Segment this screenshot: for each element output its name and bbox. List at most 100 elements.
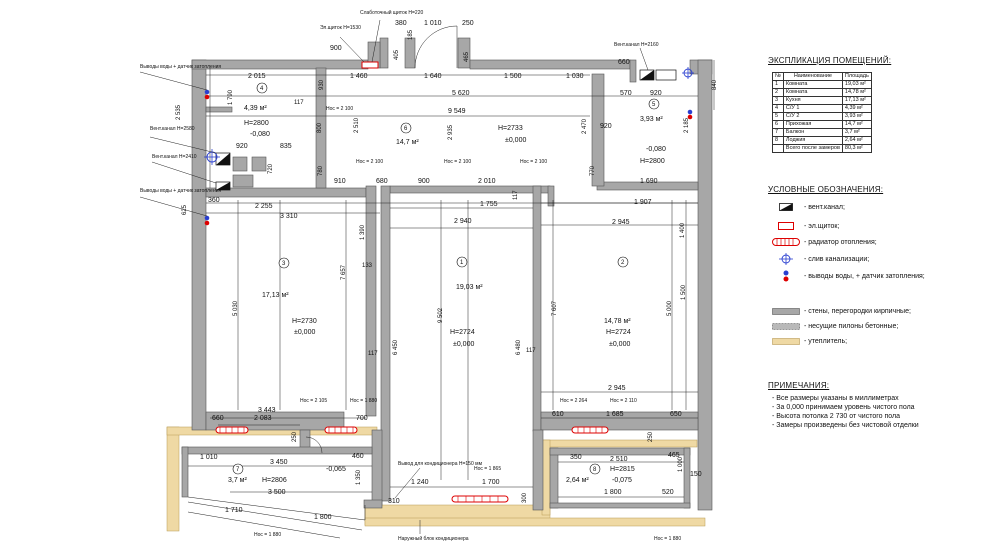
legend-item-drain: - слив канализации; [772, 253, 992, 265]
table-total-row: Всего после замеров 80,3 м² [772, 144, 872, 153]
svg-text:930: 930 [319, 79, 325, 90]
svg-text:117: 117 [368, 351, 378, 357]
svg-text:3,93 м²: 3,93 м² [640, 116, 663, 123]
svg-text:Нос = 1 865: Нос = 1 865 [474, 466, 501, 472]
svg-text:1 800: 1 800 [604, 489, 622, 496]
svg-text:5: 5 [652, 102, 656, 108]
legend-item-concrete: - несущие пилоны бетонные; [772, 321, 992, 331]
svg-text:117: 117 [526, 348, 536, 354]
svg-text:9 502: 9 502 [438, 307, 444, 323]
radiators [215, 426, 609, 503]
svg-text:5 620: 5 620 [452, 90, 470, 97]
table-header-row: № Наименование Площадь [772, 72, 872, 81]
svg-text:465: 465 [668, 452, 680, 459]
label-panel: Слаботочный щиток Н=220 [360, 9, 423, 16]
svg-text:17,13 м²: 17,13 м² [262, 292, 289, 299]
svg-text:Нос = 2 100: Нос = 2 100 [326, 106, 353, 112]
svg-text:910: 910 [334, 178, 346, 185]
balcony-outline [187, 496, 366, 531]
svg-text:8: 8 [593, 467, 597, 473]
svg-text:7 657: 7 657 [341, 264, 347, 280]
svg-text:14,7 м²: 14,7 м² [396, 139, 419, 146]
svg-text:1 685: 1 685 [606, 411, 624, 418]
svg-text:3: 3 [282, 261, 286, 267]
svg-text:920: 920 [600, 123, 612, 130]
svg-text:2 945: 2 945 [612, 219, 630, 226]
svg-text:460: 460 [352, 453, 364, 460]
svg-text:133: 133 [362, 263, 373, 269]
svg-text:14,78 м²: 14,78 м² [604, 318, 631, 325]
legend-item-insulation: - утеплитель; [772, 336, 992, 346]
svg-text:4,39 м²: 4,39 м² [244, 105, 267, 112]
svg-text:3 500: 3 500 [268, 489, 286, 496]
svg-text:570: 570 [620, 90, 632, 97]
svg-text:6 450: 6 450 [393, 339, 399, 355]
svg-text:610: 610 [552, 411, 564, 418]
svg-text:Нос = 2 264: Нос = 2 264 [560, 398, 587, 404]
svg-text:465: 465 [464, 51, 470, 62]
svg-text:±0,000: ±0,000 [453, 341, 474, 348]
vent-channel-icon [772, 203, 800, 211]
svg-text:±0,000: ±0,000 [505, 137, 526, 144]
svg-text:1 400: 1 400 [680, 222, 686, 238]
svg-text:350: 350 [570, 454, 582, 461]
drain-icon [204, 67, 694, 165]
svg-text:3 310: 3 310 [280, 213, 298, 220]
legend-item-radiator: - радиатор отопления; [772, 237, 992, 247]
label-outlets-mid: Выводы воды + датчик затопления [140, 188, 221, 194]
svg-text:2 935: 2 935 [448, 124, 454, 140]
svg-text:Н=2730: Н=2730 [292, 318, 317, 325]
svg-text:700: 700 [356, 415, 368, 422]
svg-text:1 790: 1 790 [228, 89, 234, 105]
svg-text:720: 720 [268, 163, 274, 174]
note-item: - Замеры произведены без чистовой отделк… [772, 422, 919, 429]
svg-text:150: 150 [690, 471, 702, 478]
svg-text:4: 4 [260, 86, 264, 92]
svg-text:19,03 м²: 19,03 м² [456, 284, 483, 291]
svg-text:-0,080: -0,080 [250, 131, 270, 138]
svg-text:Н=2733: Н=2733 [498, 125, 523, 132]
note-item: - Все размеры указаны в миллиметрах [772, 395, 899, 402]
svg-text:±0,000: ±0,000 [294, 329, 315, 336]
svg-text:9 549: 9 549 [448, 108, 466, 115]
svg-text:2: 2 [621, 260, 625, 266]
svg-text:1 500: 1 500 [681, 284, 687, 300]
svg-text:-0,065: -0,065 [326, 466, 346, 473]
svg-text:6: 6 [404, 126, 408, 132]
svg-text:2 470: 2 470 [582, 118, 588, 134]
brick-wall-icon [772, 307, 800, 315]
svg-text:3 450: 3 450 [270, 459, 288, 466]
svg-text:Нос = 1 880: Нос = 1 880 [350, 398, 377, 404]
label-vent-top: Вент.канал Н=2160 [614, 42, 659, 48]
svg-text:Нос = 2 100: Нос = 2 100 [444, 159, 471, 165]
svg-text:Нос = 2 110: Нос = 2 110 [610, 398, 637, 404]
svg-text:1 460: 1 460 [350, 73, 368, 80]
legend-item-vent: - вент.канал; [772, 202, 992, 212]
svg-text:1 500: 1 500 [504, 73, 522, 80]
leader-lines [139, 19, 649, 534]
svg-text:920: 920 [650, 90, 662, 97]
svg-text:920: 920 [236, 143, 248, 150]
svg-text:900: 900 [418, 178, 430, 185]
svg-text:1 030: 1 030 [566, 73, 584, 80]
floor-plan: Слаботочный щиток Н=220 Эл.щиток Н=1530 … [139, 9, 718, 542]
svg-text:770: 770 [590, 165, 596, 176]
svg-text:310: 310 [388, 498, 400, 505]
svg-text:1 907: 1 907 [634, 199, 652, 206]
svg-text:2 510: 2 510 [610, 456, 628, 463]
svg-text:7 607: 7 607 [552, 300, 558, 316]
label-vent-left: Вент.канал Н=2580 [150, 126, 195, 132]
note-item: - Высота потолка 2 730 от чистого пола [772, 413, 900, 420]
svg-text:Нос = 1 880: Нос = 1 880 [254, 532, 281, 538]
svg-text:835: 835 [280, 143, 292, 150]
explication-title: ЭКСПЛИКАЦИЯ ПОМЕЩЕНИЙ: [768, 56, 892, 65]
svg-text:405: 405 [394, 49, 400, 60]
svg-text:780: 780 [318, 165, 324, 176]
dimension-values: 380 1 010 250 900 405 185 465 660 2 015 … [176, 20, 718, 521]
svg-text:Н=2800: Н=2800 [640, 158, 665, 165]
svg-text:Н=2724: Н=2724 [450, 329, 475, 336]
svg-text:300: 300 [522, 492, 528, 503]
svg-text:800: 800 [317, 122, 323, 133]
svg-text:1 800: 1 800 [314, 514, 332, 521]
